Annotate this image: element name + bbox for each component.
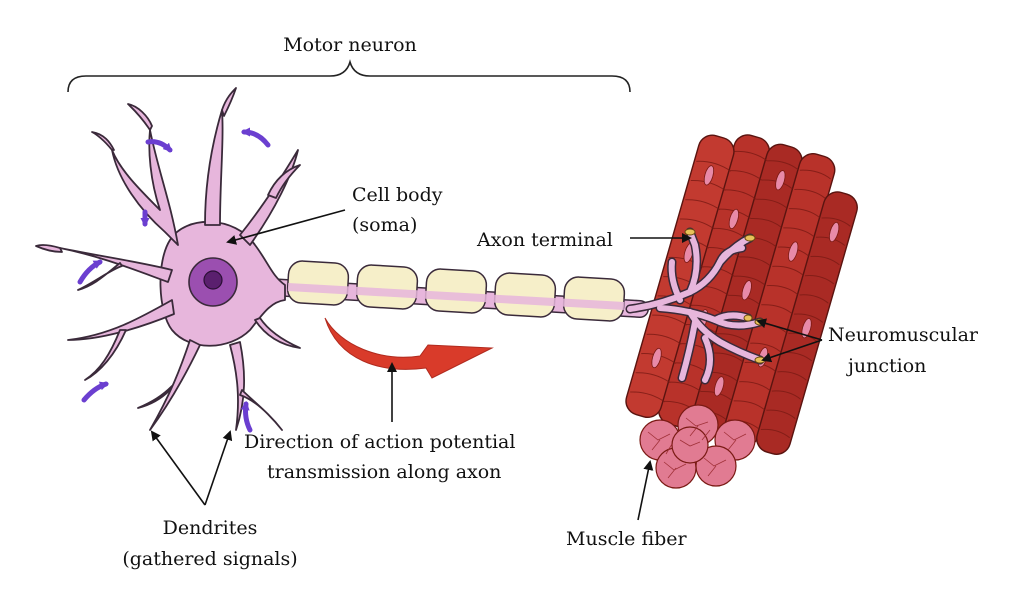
motor-neuron-label: Motor neuron [283, 34, 417, 56]
pointer-arrows [150, 209, 823, 521]
dendrites-label-line1: Dendrites [162, 517, 258, 539]
neuromuscular-junction-label-line2: junction [848, 355, 927, 377]
dendrite-signal-arrows [77, 127, 271, 433]
action-potential-arrow [324, 317, 494, 379]
motor-neuron-brace [67, 59, 631, 93]
direction-label-line2: transmission along axon [267, 461, 502, 483]
cell-body-label-line1: Cell body [352, 184, 443, 206]
cell-body-label-line2: (soma) [352, 214, 418, 236]
direction-label-line1: Direction of action potential [244, 431, 516, 453]
dendrites-label-line2: (gathered signals) [122, 548, 298, 570]
axon-terminal-label: Axon terminal [477, 229, 613, 251]
myelin-sheath [286, 260, 626, 322]
neuron-cell-body [35, 87, 301, 431]
axon-terminal [625, 227, 766, 385]
muscle-fiber-label: Muscle fiber [566, 528, 687, 550]
neuromuscular-junction-label-line1: Neuromuscular [828, 324, 978, 346]
